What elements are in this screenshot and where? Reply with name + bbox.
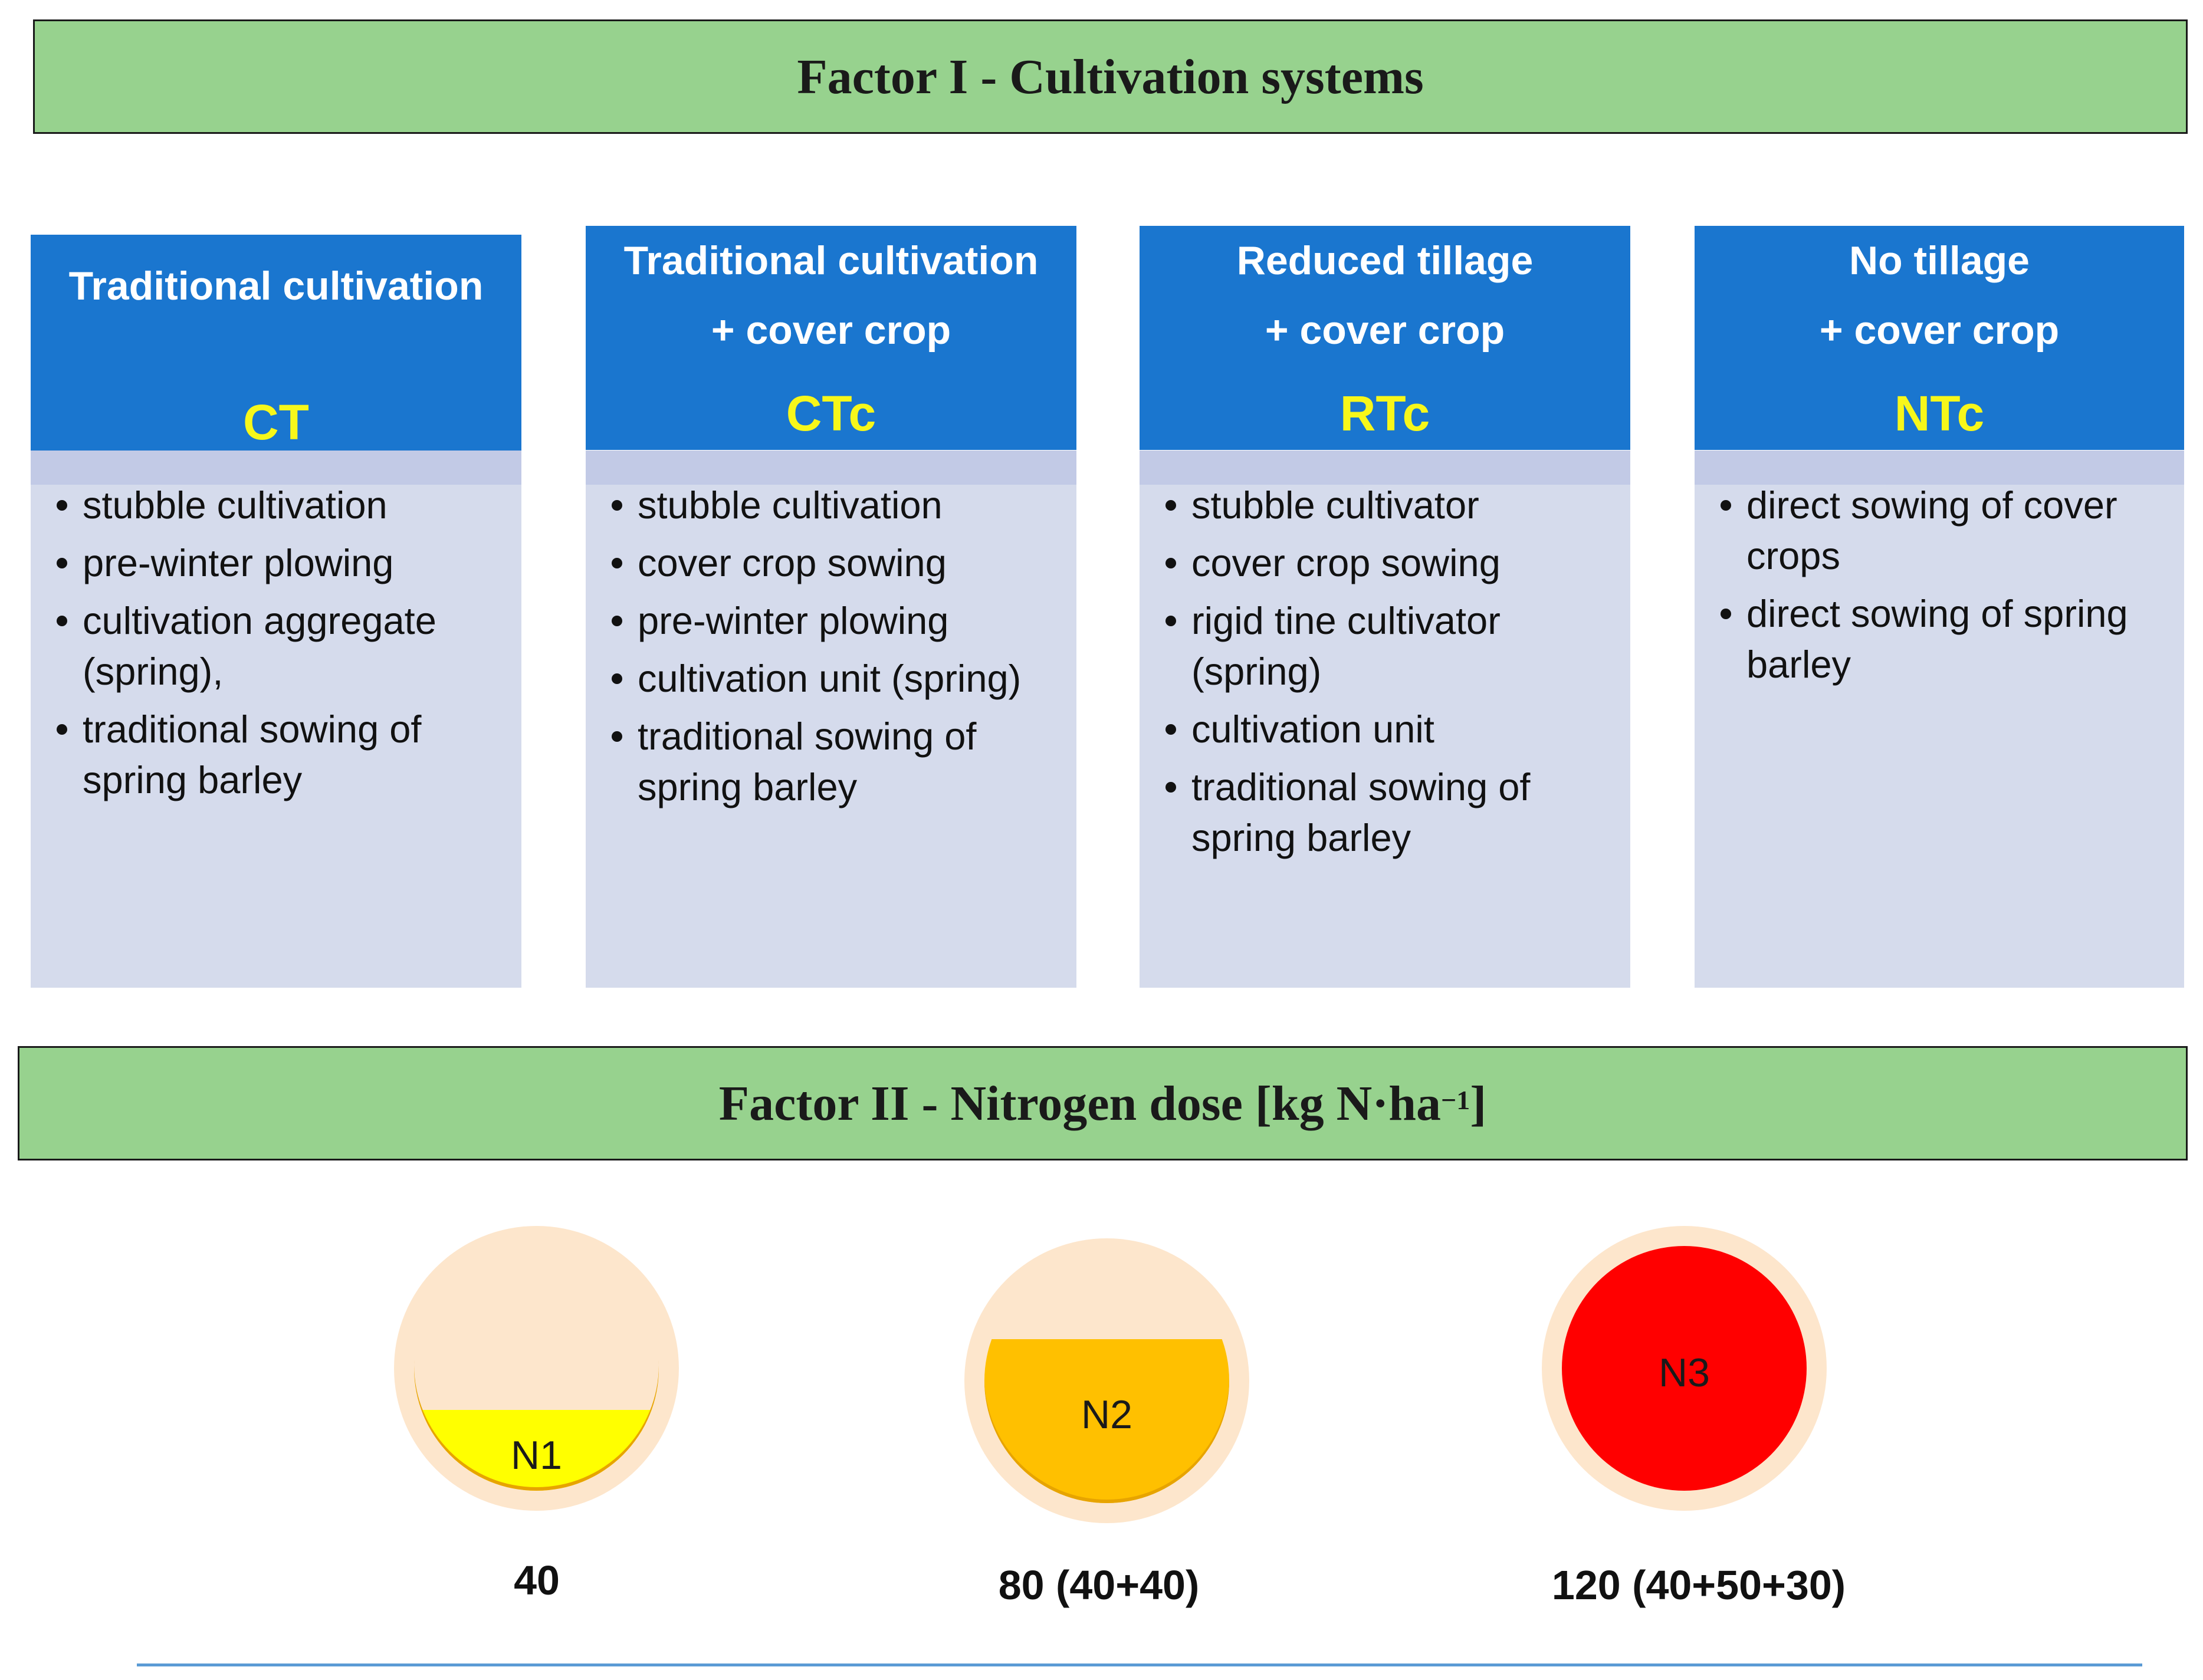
card-title-line2: + cover crop <box>1265 308 1505 353</box>
list-item: stubble cultivator <box>1165 480 1589 531</box>
list-item: traditional sowing of spring barley <box>57 704 480 806</box>
dose-value: 120 (40+50+30) <box>1551 1562 1846 1608</box>
card-title-line1: No tillage <box>1849 238 2030 283</box>
list-item: cover crop sowing <box>1165 538 1589 589</box>
card-title-line1: Traditional cultivation <box>68 264 484 308</box>
dose-circle-n2: N2 <box>964 1238 1249 1523</box>
dose-fill <box>414 1246 659 1491</box>
list-item: pre-winter plowing <box>57 538 480 589</box>
dose-circle-n3: N3 <box>1542 1226 1827 1511</box>
dose-value: 80 (40+40) <box>998 1562 1200 1608</box>
card-code: RTc <box>1339 386 1430 441</box>
list-item: cultivation unit <box>1165 704 1589 755</box>
card-body: stubble cultivator cover crop sowing rig… <box>1140 451 1630 988</box>
dose-label: N1 <box>511 1433 562 1478</box>
list-item: cultivation aggregate (spring), <box>57 596 480 697</box>
card-body: direct sowing of cover crops direct sowi… <box>1695 451 2184 988</box>
card-body: stubble cultivation pre-winter plowing c… <box>31 451 521 988</box>
card-body: stubble cultivation cover crop sowing pr… <box>586 451 1076 988</box>
factor1-banner: Factor I - Cultivation systems <box>33 19 2188 134</box>
list-item: stubble cultivation <box>57 480 480 531</box>
list-item: cultivation unit (spring) <box>612 653 1035 704</box>
card-band <box>1695 451 2184 485</box>
card-header: Traditional cultivation + cover crop CTc <box>586 226 1076 450</box>
bottom-divider <box>137 1663 2142 1666</box>
factor1-title: Factor I - Cultivation systems <box>797 49 1424 104</box>
card-item-list: stubble cultivation pre-winter plowing c… <box>57 480 480 806</box>
card-band <box>31 451 521 485</box>
dose-value: 40 <box>514 1557 560 1603</box>
card-band <box>586 451 1076 485</box>
list-item: direct sowing of spring barley <box>1721 589 2143 690</box>
card-item-list: stubble cultivation cover crop sowing pr… <box>612 480 1035 813</box>
card-title-line2: + cover crop <box>711 308 951 353</box>
list-item: pre-winter plowing <box>612 596 1035 646</box>
list-item: traditional sowing of spring barley <box>1165 762 1589 863</box>
list-item: direct sowing of cover crops <box>1721 480 2143 581</box>
card-header: Traditional cultivation CT <box>31 235 521 459</box>
factor2-title-end: ] <box>1470 1076 1487 1131</box>
card-header: No tillage + cover crop NTc <box>1695 226 2184 450</box>
list-item: cover crop sowing <box>612 538 1035 589</box>
card-title-line1: Traditional cultivation <box>623 238 1039 283</box>
card-item-list: direct sowing of cover crops direct sowi… <box>1721 480 2143 690</box>
list-item: stubble cultivation <box>612 480 1035 531</box>
card-band <box>1140 451 1630 485</box>
dose-label: N2 <box>1081 1392 1132 1437</box>
card-code: CT <box>243 394 309 450</box>
card-title-line2: + cover crop <box>1819 308 2060 353</box>
card-title-line1: Reduced tillage <box>1236 238 1534 283</box>
list-item: rigid tine cultivator (spring) <box>1165 596 1589 697</box>
factor2-title: Factor II - Nitrogen dose [kg N·ha <box>718 1076 1441 1131</box>
dose-label: N3 <box>1659 1350 1710 1395</box>
card-item-list: stubble cultivator cover crop sowing rig… <box>1165 480 1589 863</box>
card-header: Reduced tillage + cover crop RTc <box>1140 226 1630 450</box>
dose-fill <box>1562 1246 1807 1491</box>
factor2-banner: Factor II - Nitrogen dose [kg N·ha−1] <box>18 1046 2188 1160</box>
dose-circle-n1: N1 <box>394 1226 679 1511</box>
card-code: CTc <box>786 386 876 441</box>
factor2-superscript: −1 <box>1441 1084 1470 1115</box>
dose-fill <box>984 1258 1229 1503</box>
list-item: traditional sowing of spring barley <box>612 711 1035 813</box>
card-code: NTc <box>1894 386 1985 441</box>
